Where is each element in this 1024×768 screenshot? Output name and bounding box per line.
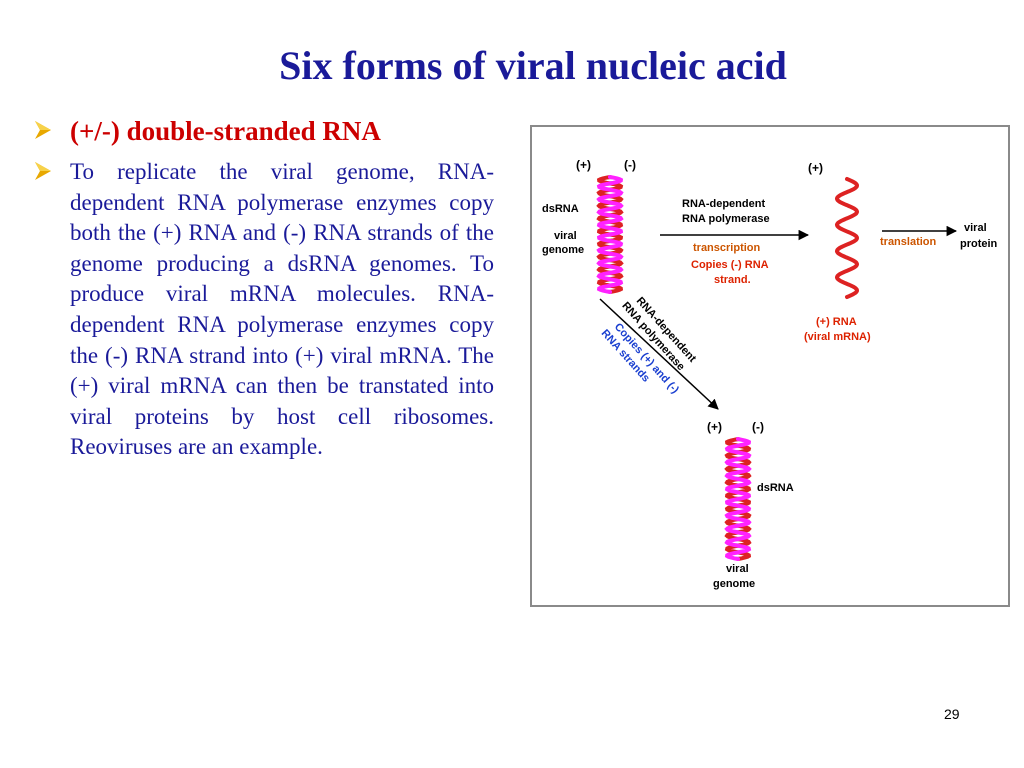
- viral-protein-label-1: viral: [964, 222, 987, 234]
- arrowhead-bullet-icon: [35, 162, 51, 180]
- top-dsrna-helix: [596, 175, 624, 294]
- bottom-genome-label-1: viral: [726, 563, 749, 575]
- plus-strand: [724, 437, 752, 561]
- copies-minus-label-1: Copies (-) RNA: [691, 259, 769, 271]
- bottom-plus-label: (+): [707, 420, 722, 434]
- polymerase-label-2: RNA polymerase: [682, 213, 770, 225]
- slide-number: 29: [944, 706, 960, 722]
- replication-arrow: [599, 298, 719, 410]
- bullet-body: To replicate the viral genome, RNA-depen…: [34, 157, 494, 463]
- viral-protein-label-2: protein: [960, 238, 998, 250]
- viral-genome-label-2: genome: [542, 244, 584, 256]
- dsrna-label: dsRNA: [542, 203, 579, 215]
- slide-title: Six forms of viral nucleic acid: [279, 43, 787, 88]
- top-minus-label: (-): [624, 158, 636, 172]
- mrna-label-2: (viral mRNA): [804, 331, 871, 343]
- arrowhead-bullet-icon: [35, 121, 51, 139]
- mrna-label-1: (+) RNA: [816, 316, 857, 328]
- viral-genome-label-1: viral: [554, 230, 577, 242]
- dsrna-replication-diagram: (+) (-) dsRNA viral genome RNA-dependent…: [530, 125, 1010, 607]
- polymerase-label-1: RNA-dependent: [682, 198, 765, 210]
- top-plus-label: (+): [576, 158, 591, 172]
- bottom-genome-label-2: genome: [713, 578, 755, 590]
- mrna-plus-label: (+): [808, 161, 823, 175]
- translation-label: translation: [880, 236, 937, 248]
- bottom-minus-label: (-): [752, 420, 764, 434]
- bullet-heading-text: (+/-) double-stranded RNA: [70, 116, 381, 146]
- plus-strand: [596, 175, 624, 294]
- bullet-body-text: To replicate the viral genome, RNA-depen…: [70, 159, 494, 460]
- bottom-dsrna-helix: [724, 437, 752, 561]
- copies-minus-label-2: strand.: [714, 274, 751, 286]
- bullet-list: (+/-) double-stranded RNA To replicate t…: [34, 116, 494, 463]
- bullet-heading: (+/-) double-stranded RNA: [34, 116, 494, 147]
- transcription-label: transcription: [693, 242, 761, 254]
- mrna-strand: [834, 177, 860, 299]
- bottom-dsrna-label: dsRNA: [757, 482, 794, 494]
